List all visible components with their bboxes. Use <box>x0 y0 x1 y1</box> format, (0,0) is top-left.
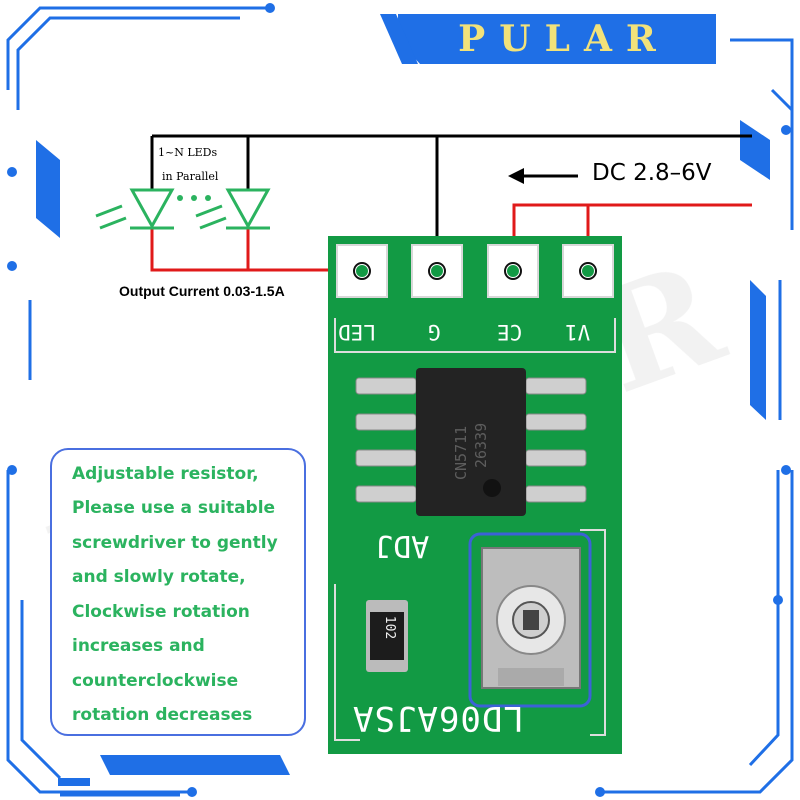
pin-label-v1: V1 <box>565 320 591 344</box>
note-line: Adjustable resistor, <box>72 464 259 484</box>
note-line: rotation decreases <box>72 705 253 725</box>
pin-label-g: G <box>428 320 441 344</box>
chip-marking-line-1: CN5711 <box>452 425 470 480</box>
led-group-title: 1~N LEDs <box>158 146 218 159</box>
note-line: increases and <box>72 636 205 656</box>
adjustable-resistor-note: Adjustable resistor, Please use a suitab… <box>50 448 306 736</box>
chip-marking-line-2: 26339 <box>472 422 490 468</box>
adj-label: ADJ <box>375 528 430 563</box>
note-line: Clockwise rotation <box>72 602 250 622</box>
pin-label-ce: CE <box>497 320 523 344</box>
brand-banner: PULAR <box>398 14 716 64</box>
input-voltage-label: DC 2.8–6V <box>592 160 712 186</box>
note-line: Please use a suitable <box>72 498 276 518</box>
output-current-label: Output Current 0.03-1.5A <box>119 283 285 299</box>
brand-name: PULAR <box>458 18 670 60</box>
led-group-subtitle: in Parallel <box>162 170 219 183</box>
pin-label-led: LED <box>338 320 376 344</box>
chip-marking: CN5711 <box>452 426 470 480</box>
note-line: screwdriver to gently <box>72 533 278 553</box>
chip-marking-2: 26339 <box>472 423 490 468</box>
note-line: and slowly rotate, <box>72 567 246 587</box>
note-line: counterclockwise <box>72 671 239 691</box>
board-model-label: LD06AJSA <box>352 698 524 738</box>
resistor-code: 102 <box>382 615 398 640</box>
